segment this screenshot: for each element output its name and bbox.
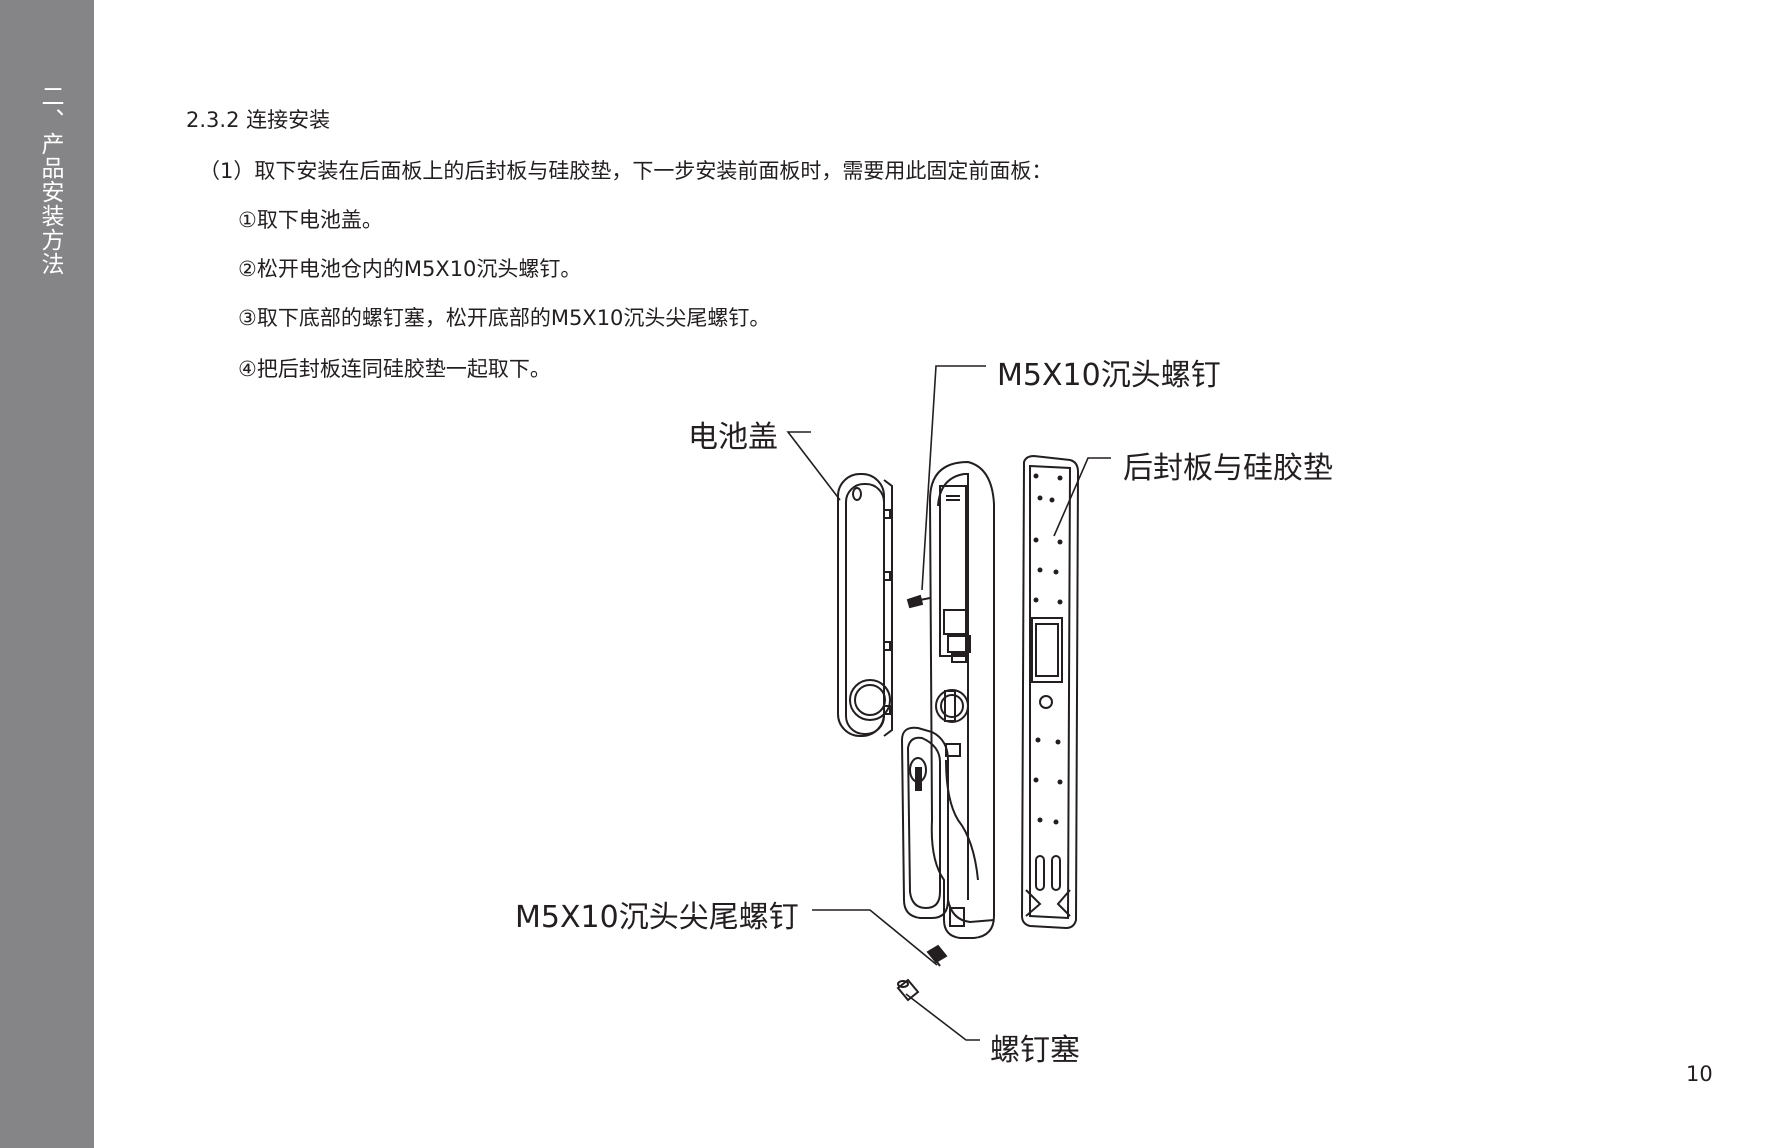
chapter-sidebar: 二、产品安装方法 [0,0,94,1148]
battery-cover-drawing [837,473,893,737]
chapter-title: 二、产品安装方法 [37,84,63,276]
sub-step-2: ②松开电池仓内的M5X10沉头螺钉。 [238,257,582,281]
callout-back-plate: 后封板与硅胶垫 [1123,451,1333,486]
rear-panel-drawing [928,460,995,939]
sub-step-1: ①取下电池盖。 [238,208,383,232]
top-screw-drawing [906,594,931,609]
sub-step-3: ③取下底部的螺钉塞，松开底部的M5X10沉头尖尾螺钉。 [238,306,771,330]
sub-step-4: ④把后封板连同硅胶垫一起取下。 [238,357,551,381]
back-plate-drawing [1020,454,1080,930]
section-heading: 2.3.2 连接安装 [186,108,331,132]
callout-bottom-screw: M5X10沉头尖尾螺钉 [515,900,799,935]
screw-plug-drawing [896,978,920,1002]
leader-lines [786,365,1111,1041]
front-handle-drawing [900,726,995,927]
step-intro: （1）取下安装在后面板上的后封板与硅胶垫，下一步安装前面板时，需要用此固定前面板… [199,159,1053,183]
callout-screw-plug: 螺钉塞 [990,1033,1080,1068]
callout-top-screw: M5X10沉头螺钉 [997,358,1221,393]
page-number: 10 [1686,1062,1713,1086]
bottom-screw-drawing [926,944,948,967]
callout-battery-cover: 电池盖 [688,420,778,455]
